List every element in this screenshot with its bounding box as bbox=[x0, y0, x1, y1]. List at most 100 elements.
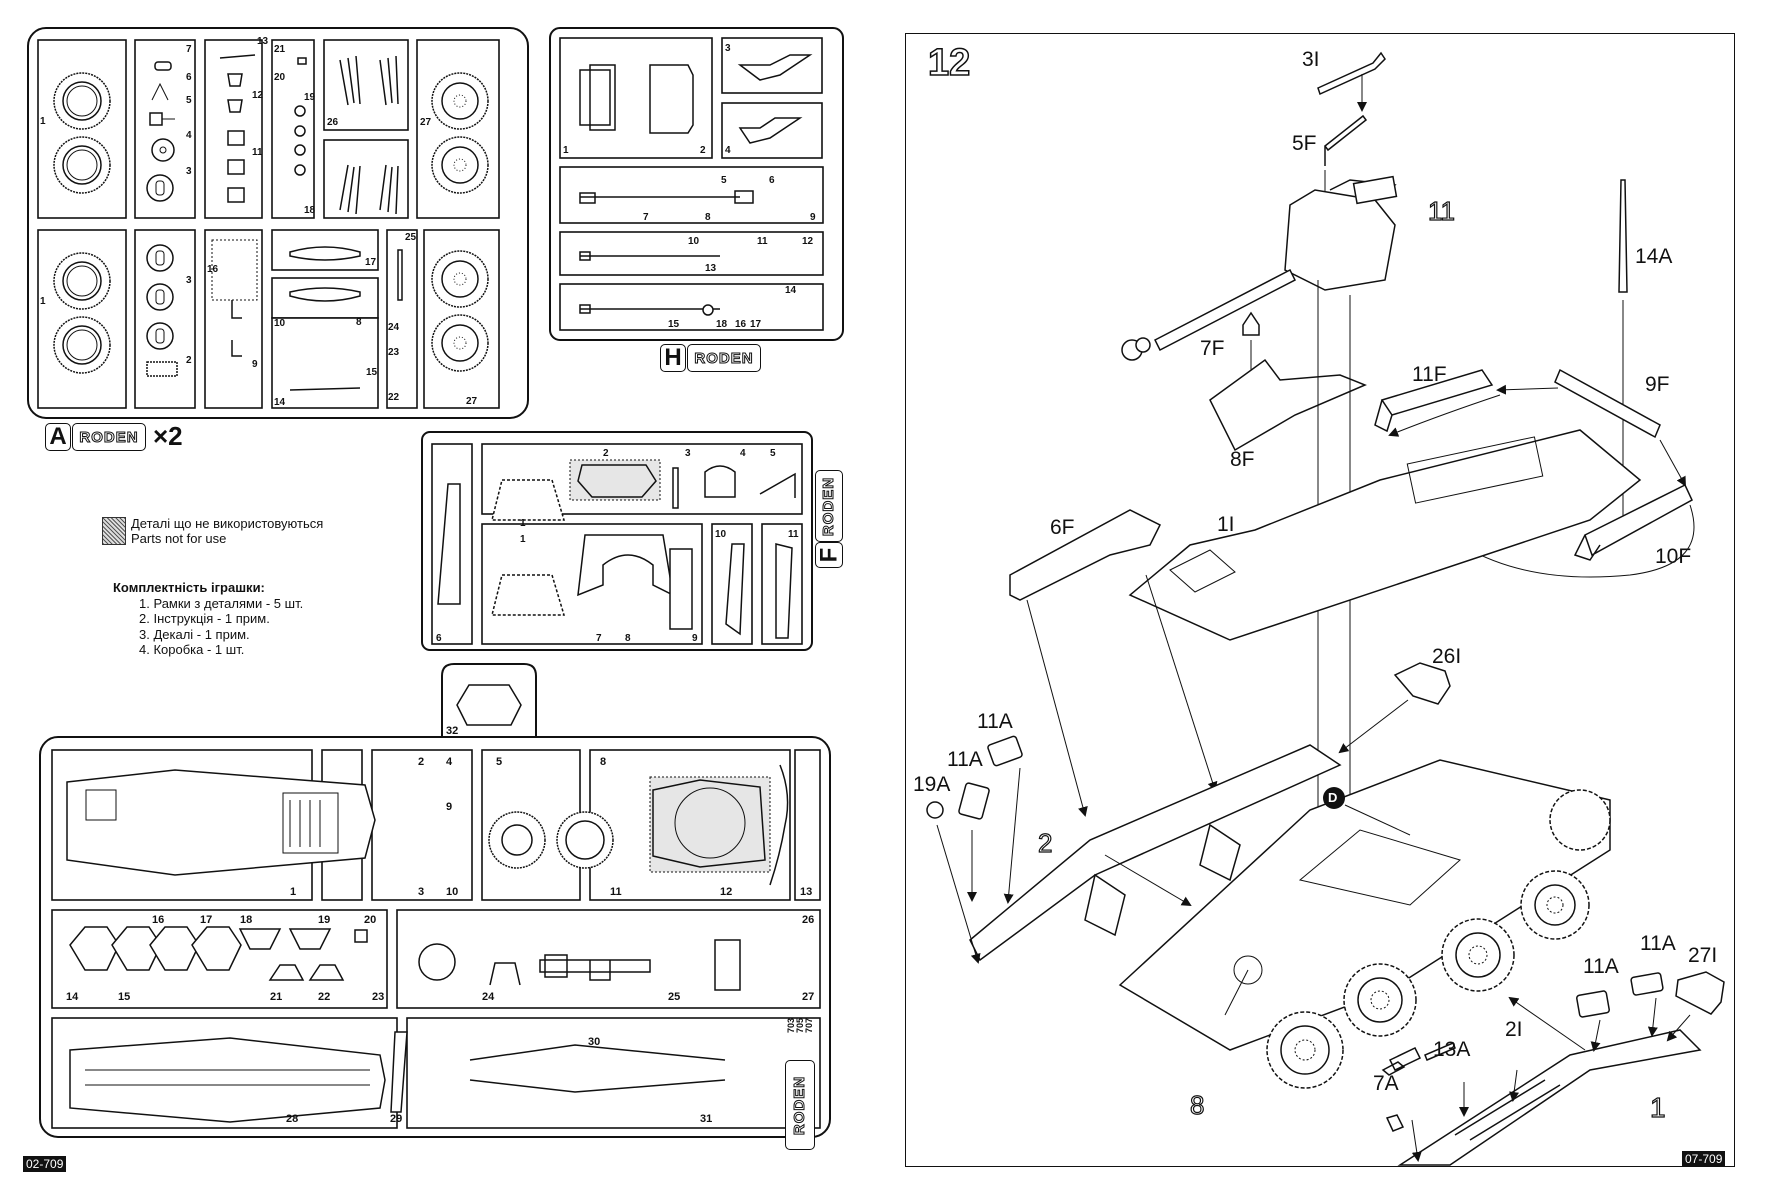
svg-text:1: 1 bbox=[520, 534, 526, 545]
svg-text:7: 7 bbox=[596, 633, 602, 644]
svg-text:9: 9 bbox=[446, 801, 452, 813]
sprue-a-letter: A bbox=[49, 423, 67, 450]
svg-text:23: 23 bbox=[388, 347, 400, 358]
svg-text:13: 13 bbox=[800, 886, 812, 898]
callout-6f: 6F bbox=[1050, 516, 1075, 539]
svg-text:27: 27 bbox=[802, 991, 814, 1003]
kit-contents-item: 3. Декалі - 1 прим. bbox=[139, 626, 250, 642]
callout-11a-mid: 11A bbox=[947, 748, 983, 771]
svg-text:17: 17 bbox=[365, 257, 377, 268]
svg-text:32: 32 bbox=[446, 725, 458, 737]
svg-text:20: 20 bbox=[364, 914, 376, 926]
callout-9f: 9F bbox=[1645, 373, 1670, 396]
svg-text:2: 2 bbox=[418, 756, 424, 768]
sprue-a-brand-tag: RODEN bbox=[72, 423, 146, 451]
svg-text:8: 8 bbox=[600, 756, 606, 768]
svg-text:13: 13 bbox=[257, 36, 269, 47]
svg-text:10: 10 bbox=[715, 529, 727, 540]
svg-text:16: 16 bbox=[735, 319, 747, 330]
right-page-code: 07-709 bbox=[1682, 1151, 1726, 1167]
svg-text:9: 9 bbox=[692, 633, 698, 644]
svg-text:2: 2 bbox=[603, 448, 609, 459]
svg-text:27: 27 bbox=[466, 396, 478, 407]
svg-text:3: 3 bbox=[685, 448, 691, 459]
svg-text:3: 3 bbox=[186, 166, 192, 177]
svg-text:1: 1 bbox=[40, 296, 46, 307]
svg-text:22: 22 bbox=[388, 392, 400, 403]
svg-text:22: 22 bbox=[318, 991, 330, 1003]
callout-11f: 11F bbox=[1412, 363, 1447, 386]
svg-text:4: 4 bbox=[725, 145, 731, 156]
kit-contents: Комплектність іграшки: 1. Рамки з деталя… bbox=[113, 580, 303, 658]
svg-text:16: 16 bbox=[152, 914, 164, 926]
svg-text:11: 11 bbox=[788, 529, 799, 540]
callout-14a: 14A bbox=[1635, 245, 1673, 268]
svg-text:6: 6 bbox=[769, 175, 775, 186]
svg-text:5: 5 bbox=[186, 95, 192, 106]
svg-text:20: 20 bbox=[274, 72, 286, 83]
svg-text:26: 26 bbox=[802, 914, 814, 926]
callout-8f: 8F bbox=[1230, 448, 1255, 471]
legend-line-uk: Деталі що не використовуються bbox=[131, 516, 324, 531]
svg-text:1: 1 bbox=[520, 518, 526, 529]
callout-2: 2 bbox=[1037, 827, 1053, 858]
callout-7a: 7A bbox=[1373, 1072, 1399, 1095]
svg-text:3: 3 bbox=[725, 43, 731, 54]
svg-text:26: 26 bbox=[327, 117, 339, 128]
svg-text:12: 12 bbox=[720, 886, 732, 898]
svg-text:19: 19 bbox=[318, 914, 330, 926]
svg-text:18: 18 bbox=[304, 205, 316, 216]
svg-text:4: 4 bbox=[446, 756, 453, 768]
sprue-h-brand-tag: RODEN bbox=[687, 344, 761, 372]
unused-parts-swatch bbox=[102, 517, 126, 545]
svg-text:9: 9 bbox=[252, 359, 258, 370]
svg-text:10: 10 bbox=[446, 886, 458, 898]
svg-text:13: 13 bbox=[705, 263, 717, 274]
callout-7f: 7F bbox=[1200, 337, 1225, 360]
svg-text:10: 10 bbox=[688, 236, 700, 247]
svg-text:16: 16 bbox=[207, 264, 219, 275]
callout-11a-top: 11A bbox=[977, 710, 1013, 733]
svg-text:5: 5 bbox=[770, 448, 776, 459]
kit-contents-heading: Комплектність іграшки: bbox=[113, 580, 265, 595]
callout-8: 8 bbox=[1189, 1089, 1205, 1120]
svg-text:14: 14 bbox=[785, 285, 797, 296]
callout-d: D bbox=[1328, 790, 1338, 805]
svg-text:21: 21 bbox=[270, 991, 282, 1003]
callout-1i: 1I bbox=[1217, 513, 1235, 536]
svg-text:24: 24 bbox=[482, 991, 495, 1003]
svg-text:18: 18 bbox=[716, 319, 728, 330]
sprue-f-brand-tag: RODEN bbox=[815, 470, 843, 542]
svg-text:5: 5 bbox=[496, 756, 502, 768]
left-page-code: 02-709 bbox=[23, 1156, 67, 1172]
svg-text:10: 10 bbox=[274, 318, 286, 329]
svg-text:24: 24 bbox=[388, 322, 400, 333]
sprue-h-letter-tag: H bbox=[660, 344, 686, 372]
svg-text:2: 2 bbox=[186, 355, 192, 366]
callout-11: 11 bbox=[1427, 195, 1455, 226]
sprue-a-brand: RODEN bbox=[79, 428, 139, 446]
sprue-f-letter-tag: F bbox=[815, 542, 843, 568]
sprue-a-multiplier: ×2 bbox=[153, 421, 183, 451]
svg-text:11: 11 bbox=[252, 147, 263, 158]
callout-3i: 3I bbox=[1302, 48, 1320, 71]
svg-text:7: 7 bbox=[186, 44, 192, 55]
legend-line-en: Parts not for use bbox=[131, 531, 227, 546]
svg-text:8: 8 bbox=[705, 212, 711, 223]
callout-19a: 19A bbox=[913, 773, 951, 796]
callout-26i: 26I bbox=[1432, 645, 1462, 668]
svg-text:3: 3 bbox=[418, 886, 424, 898]
svg-text:6: 6 bbox=[436, 633, 442, 644]
kit-contents-item: 2. Інструкція - 1 прим. bbox=[139, 611, 270, 626]
svg-text:29: 29 bbox=[390, 1113, 402, 1125]
step-12-frame bbox=[905, 33, 1735, 1167]
svg-text:15: 15 bbox=[366, 367, 378, 378]
svg-text:17: 17 bbox=[750, 319, 762, 330]
svg-text:12: 12 bbox=[252, 90, 264, 101]
reference-d-badge bbox=[1323, 787, 1345, 809]
svg-text:14: 14 bbox=[274, 397, 286, 408]
